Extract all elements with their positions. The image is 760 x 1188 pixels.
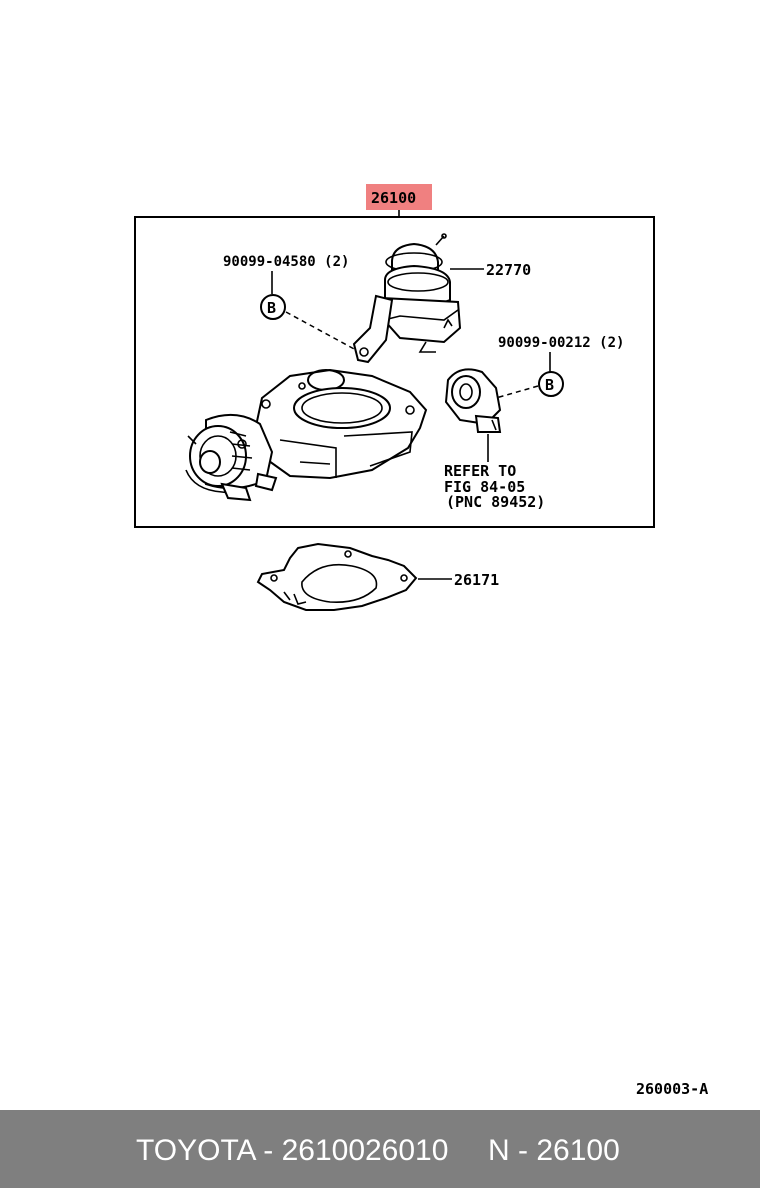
assembly-frame [134,216,655,528]
throttle-body-icon[interactable] [185,368,428,502]
gasket-part-callout[interactable]: 26171 [454,571,499,589]
footer-pnc-info: N - 26100 [488,1134,620,1167]
parts-diagram: 26100 90099-04580 (2) B 22770 [134,184,655,611]
footer-bar: TOYOTA - 2610026010 N - 26100 [0,1110,760,1188]
marker-b-left[interactable]: B [267,299,276,317]
figure-code: 260003-A [636,1080,709,1098]
gasket-icon[interactable] [256,542,418,611]
bolt-right-callout[interactable]: 90099-00212 (2) [498,335,624,351]
refer-line-3[interactable]: (PNC 89452) [446,493,545,511]
footer-part-info: TOYOTA - 2610026010 [136,1134,449,1167]
position-sensor-icon[interactable] [444,368,502,433]
throttle-position-sensor-icon[interactable] [352,233,462,364]
sensor-part-callout[interactable]: 22770 [486,261,531,279]
marker-b-right[interactable]: B [545,376,554,394]
main-part-number[interactable]: 26100 [371,189,416,207]
marker-b-right-circle [538,371,564,397]
refer-line-1[interactable]: REFER TO [444,462,516,480]
bolt-left-callout[interactable]: 90099-04580 (2) [223,254,349,270]
marker-b-left-circle [260,294,286,320]
main-part-highlight [366,184,432,210]
refer-line-2[interactable]: FIG 84-05 [444,478,525,496]
